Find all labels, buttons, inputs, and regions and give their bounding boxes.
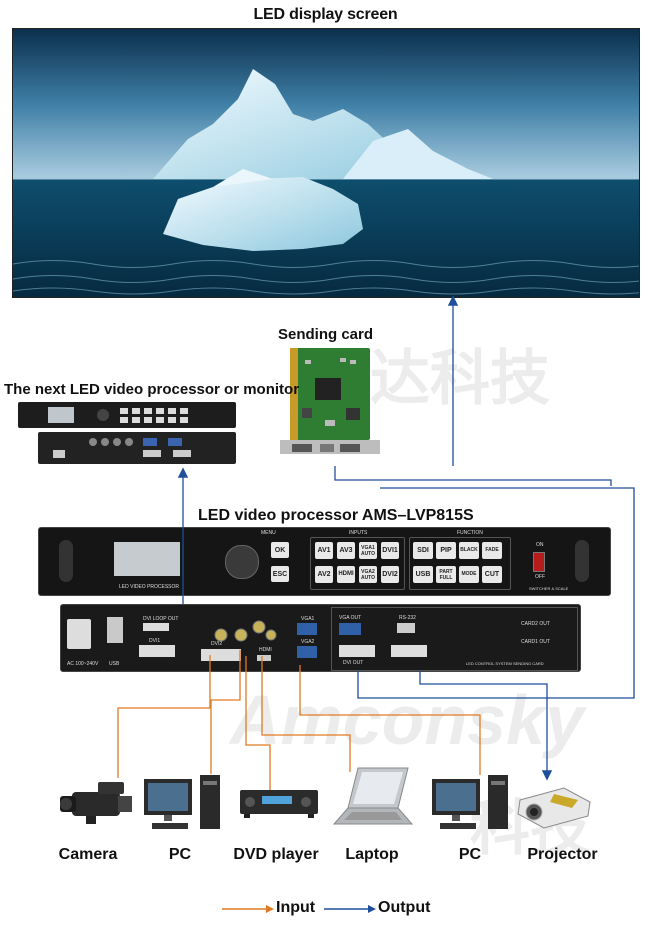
power-socket: [67, 619, 91, 649]
hdmi-label: HDMI: [259, 647, 272, 653]
ac-label: AC 100~240V: [67, 661, 99, 667]
source-label-pc-right: PC: [458, 846, 482, 863]
sending-card-slot: [331, 607, 578, 671]
rs232-label: RS-232: [399, 615, 416, 621]
source-label-laptop: Laptop: [345, 846, 399, 863]
input-button-hdmi[interactable]: HDMI: [337, 566, 355, 583]
usb-label: USB: [109, 661, 120, 667]
vga-out-port[interactable]: [339, 623, 361, 635]
legend-output-line: [324, 905, 376, 913]
sending-card-text: LED CONTROL SYSTEM SENDING CARD: [466, 661, 544, 666]
switcher-label: SWITCHER & SCALE: [529, 586, 569, 591]
dvi-out-port[interactable]: [339, 645, 375, 657]
ethernet-ports[interactable]: [107, 617, 123, 643]
right-handle: [575, 540, 589, 582]
function-button-mode[interactable]: MODE: [459, 566, 479, 583]
function-button-sdi[interactable]: SDI: [413, 542, 433, 559]
sending-card-image: [280, 348, 380, 466]
power-on-label: ON: [536, 542, 544, 548]
legend-input-label: Input: [276, 899, 316, 916]
vga-out-label: VGA OUT: [339, 615, 362, 621]
dvi-loop-out-label: DVI LOOP OUT: [143, 616, 179, 622]
input-button-vga2-auto[interactable]: VGA2 AUTO: [359, 566, 377, 583]
legend-input-line: [222, 905, 274, 913]
vga2-label: VGA2: [301, 639, 315, 645]
pc-right-image: [428, 773, 513, 833]
dvi1-port[interactable]: [139, 645, 175, 657]
menu-knob[interactable]: [225, 545, 259, 579]
power-switch[interactable]: [533, 552, 545, 572]
dvi-out2-port[interactable]: [391, 645, 427, 657]
next-processor-title: The next LED video processor or monitor: [4, 381, 300, 398]
inputs-group: [310, 537, 405, 590]
watermark-cjk: 达科技: [370, 344, 550, 414]
input-button-av2[interactable]: AV2: [315, 566, 333, 583]
card2-label: CARD2 OUT: [521, 621, 550, 627]
input-button-dvi2[interactable]: DVI2: [381, 566, 399, 583]
pc-left-image: [140, 773, 225, 833]
sending-card-to-processor: [334, 466, 612, 486]
watermark-latin: Amconsky: [230, 681, 585, 759]
input-button-vga1-auto[interactable]: VGA1 AUTO: [359, 542, 377, 559]
hdmi-port[interactable]: [257, 655, 271, 661]
input-button-av3[interactable]: AV3: [337, 542, 355, 559]
function-button-pip[interactable]: PIP: [436, 542, 456, 559]
processor-rear-panel: AC 100~240V USB DVI LOOP OUT DVI1 DVI2 H…: [60, 604, 581, 672]
dvd-player-image: [238, 782, 320, 822]
inputs-label: INPUTS: [349, 530, 368, 536]
dvi-loop-out-port[interactable]: [143, 623, 169, 631]
source-label-camera: Camera: [58, 846, 118, 863]
dvi-out-label: DVI OUT: [343, 660, 364, 666]
laptop-image: [328, 764, 416, 836]
dvi2-port[interactable]: [201, 649, 241, 661]
rs232-port[interactable]: [397, 623, 415, 633]
bnc-connectors[interactable]: [211, 619, 277, 645]
projector-image: [514, 780, 594, 832]
power-off-label: OFF: [535, 574, 545, 580]
source-label-dvd-player: DVD player: [233, 846, 319, 863]
lcd-display: [114, 542, 180, 576]
processor-title: LED video processor AMS–LVP815S: [198, 507, 474, 524]
function-button-black[interactable]: BLACK: [459, 542, 479, 559]
dvi1-label: DVI1: [149, 638, 161, 644]
sending-card-title: Sending card: [278, 326, 374, 343]
dvi2-label: DVI2: [211, 641, 223, 647]
camera-image: [58, 772, 138, 834]
next-processor-image: [8, 400, 243, 468]
function-group: [409, 537, 511, 590]
esc-button[interactable]: ESC: [271, 566, 289, 582]
input-button-av1[interactable]: AV1: [315, 542, 333, 559]
processor-front-panel: LED VIDEO PROCESSOR MENU OK ESC INPUTS A…: [38, 527, 611, 596]
function-button-cut[interactable]: CUT: [482, 566, 502, 583]
left-handle: [59, 540, 73, 582]
function-button-usb[interactable]: USB: [413, 566, 433, 583]
vga1-port[interactable]: [297, 623, 317, 635]
input-button-dvi1[interactable]: DVI1: [381, 542, 399, 559]
function-button-part-full[interactable]: PART FULL: [436, 566, 456, 583]
card1-label: CARD1 OUT: [521, 639, 550, 645]
led-screen-image: [12, 28, 640, 298]
lcd-caption: LED VIDEO PROCESSOR: [119, 584, 180, 590]
vga2-port[interactable]: [297, 646, 317, 658]
source-label-pc-left: PC: [168, 846, 192, 863]
vga1-label: VGA1: [301, 616, 315, 622]
function-button-fade[interactable]: FADE: [482, 542, 502, 559]
screen-title: LED display screen: [253, 6, 398, 23]
source-label-projector: Projector: [527, 846, 598, 863]
legend-output-label: Output: [378, 899, 431, 916]
menu-label: MENU: [261, 530, 276, 536]
ok-button[interactable]: OK: [271, 542, 289, 558]
function-label: FUNCTION: [457, 530, 483, 536]
